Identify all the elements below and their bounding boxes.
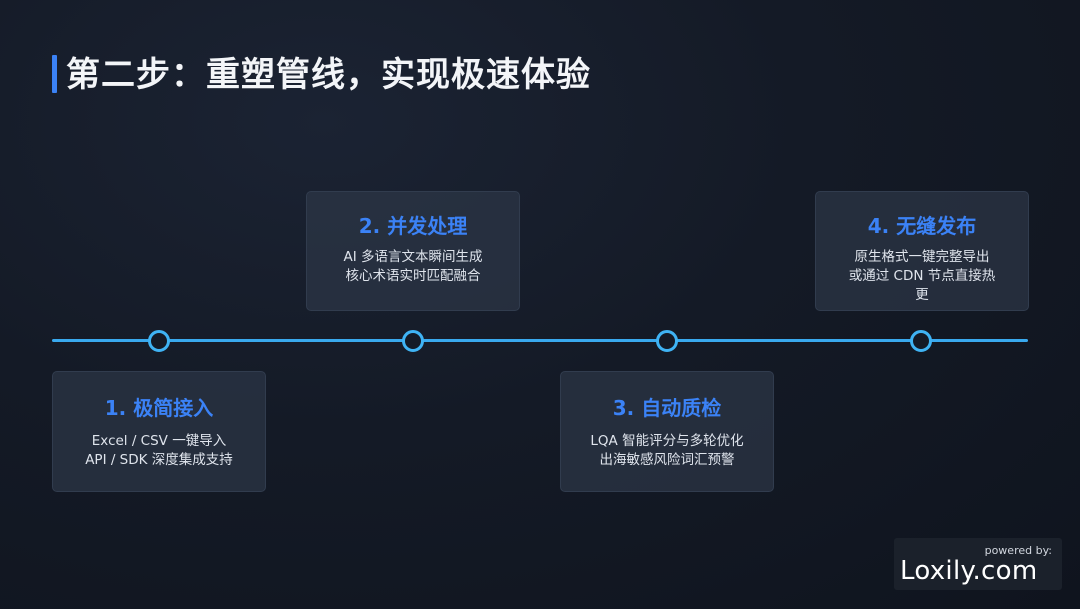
step-desc-line: Excel / CSV 一键导入 <box>91 433 227 449</box>
step-description: LQA 智能评分与多轮优化 出海敏感风险词汇预警 <box>561 432 773 470</box>
step-desc-line: AI 多语言文本瞬间生成 <box>343 249 483 265</box>
step-desc-line: 原生格式一键完整导出 <box>854 249 990 265</box>
loxily-logo: Loxily.com <box>900 556 1038 586</box>
timeline-node-1 <box>148 330 170 352</box>
title-accent-bar <box>52 55 57 93</box>
step-title: 1. 极简接入 <box>104 396 214 420</box>
step-desc-line: 核心术语实时匹配融合 <box>345 268 481 284</box>
step-description: Excel / CSV 一键导入 API / SDK 深度集成支持 <box>53 432 265 470</box>
step-desc-line: API / SDK 深度集成支持 <box>85 452 233 468</box>
step-card-2: 2. 并发处理 AI 多语言文本瞬间生成 核心术语实时匹配融合 <box>306 191 520 311</box>
step-card-1: 1. 极简接入 Excel / CSV 一键导入 API / SDK 深度集成支… <box>52 371 266 492</box>
timeline-node-4 <box>910 330 932 352</box>
step-desc-line: LQA 智能评分与多轮优化 <box>590 433 744 449</box>
timeline-line <box>52 339 1028 342</box>
step-description: 原生格式一键完整导出 或通过 CDN 节点直接热 更 <box>816 248 1028 305</box>
step-card-3: 3. 自动质检 LQA 智能评分与多轮优化 出海敏感风险词汇预警 <box>560 371 774 492</box>
powered-by-badge[interactable]: powered by: Loxily.com <box>894 538 1062 590</box>
powered-by-label: powered by: <box>984 544 1052 557</box>
step-title: 3. 自动质检 <box>612 396 722 420</box>
slide-title: 第二步：重塑管线，实现极速体验 <box>66 55 591 95</box>
step-desc-line: 出海敏感风险词汇预警 <box>599 452 735 468</box>
step-desc-line: 或通过 CDN 节点直接热 <box>848 268 996 284</box>
step-card-4: 4. 无缝发布 原生格式一键完整导出 或通过 CDN 节点直接热 更 <box>815 191 1029 311</box>
step-title: 2. 并发处理 <box>358 214 468 238</box>
step-description: AI 多语言文本瞬间生成 核心术语实时匹配融合 <box>307 248 519 286</box>
step-desc-line: 更 <box>915 287 929 303</box>
step-title: 4. 无缝发布 <box>867 214 977 238</box>
timeline-node-2 <box>402 330 424 352</box>
timeline-node-3 <box>656 330 678 352</box>
